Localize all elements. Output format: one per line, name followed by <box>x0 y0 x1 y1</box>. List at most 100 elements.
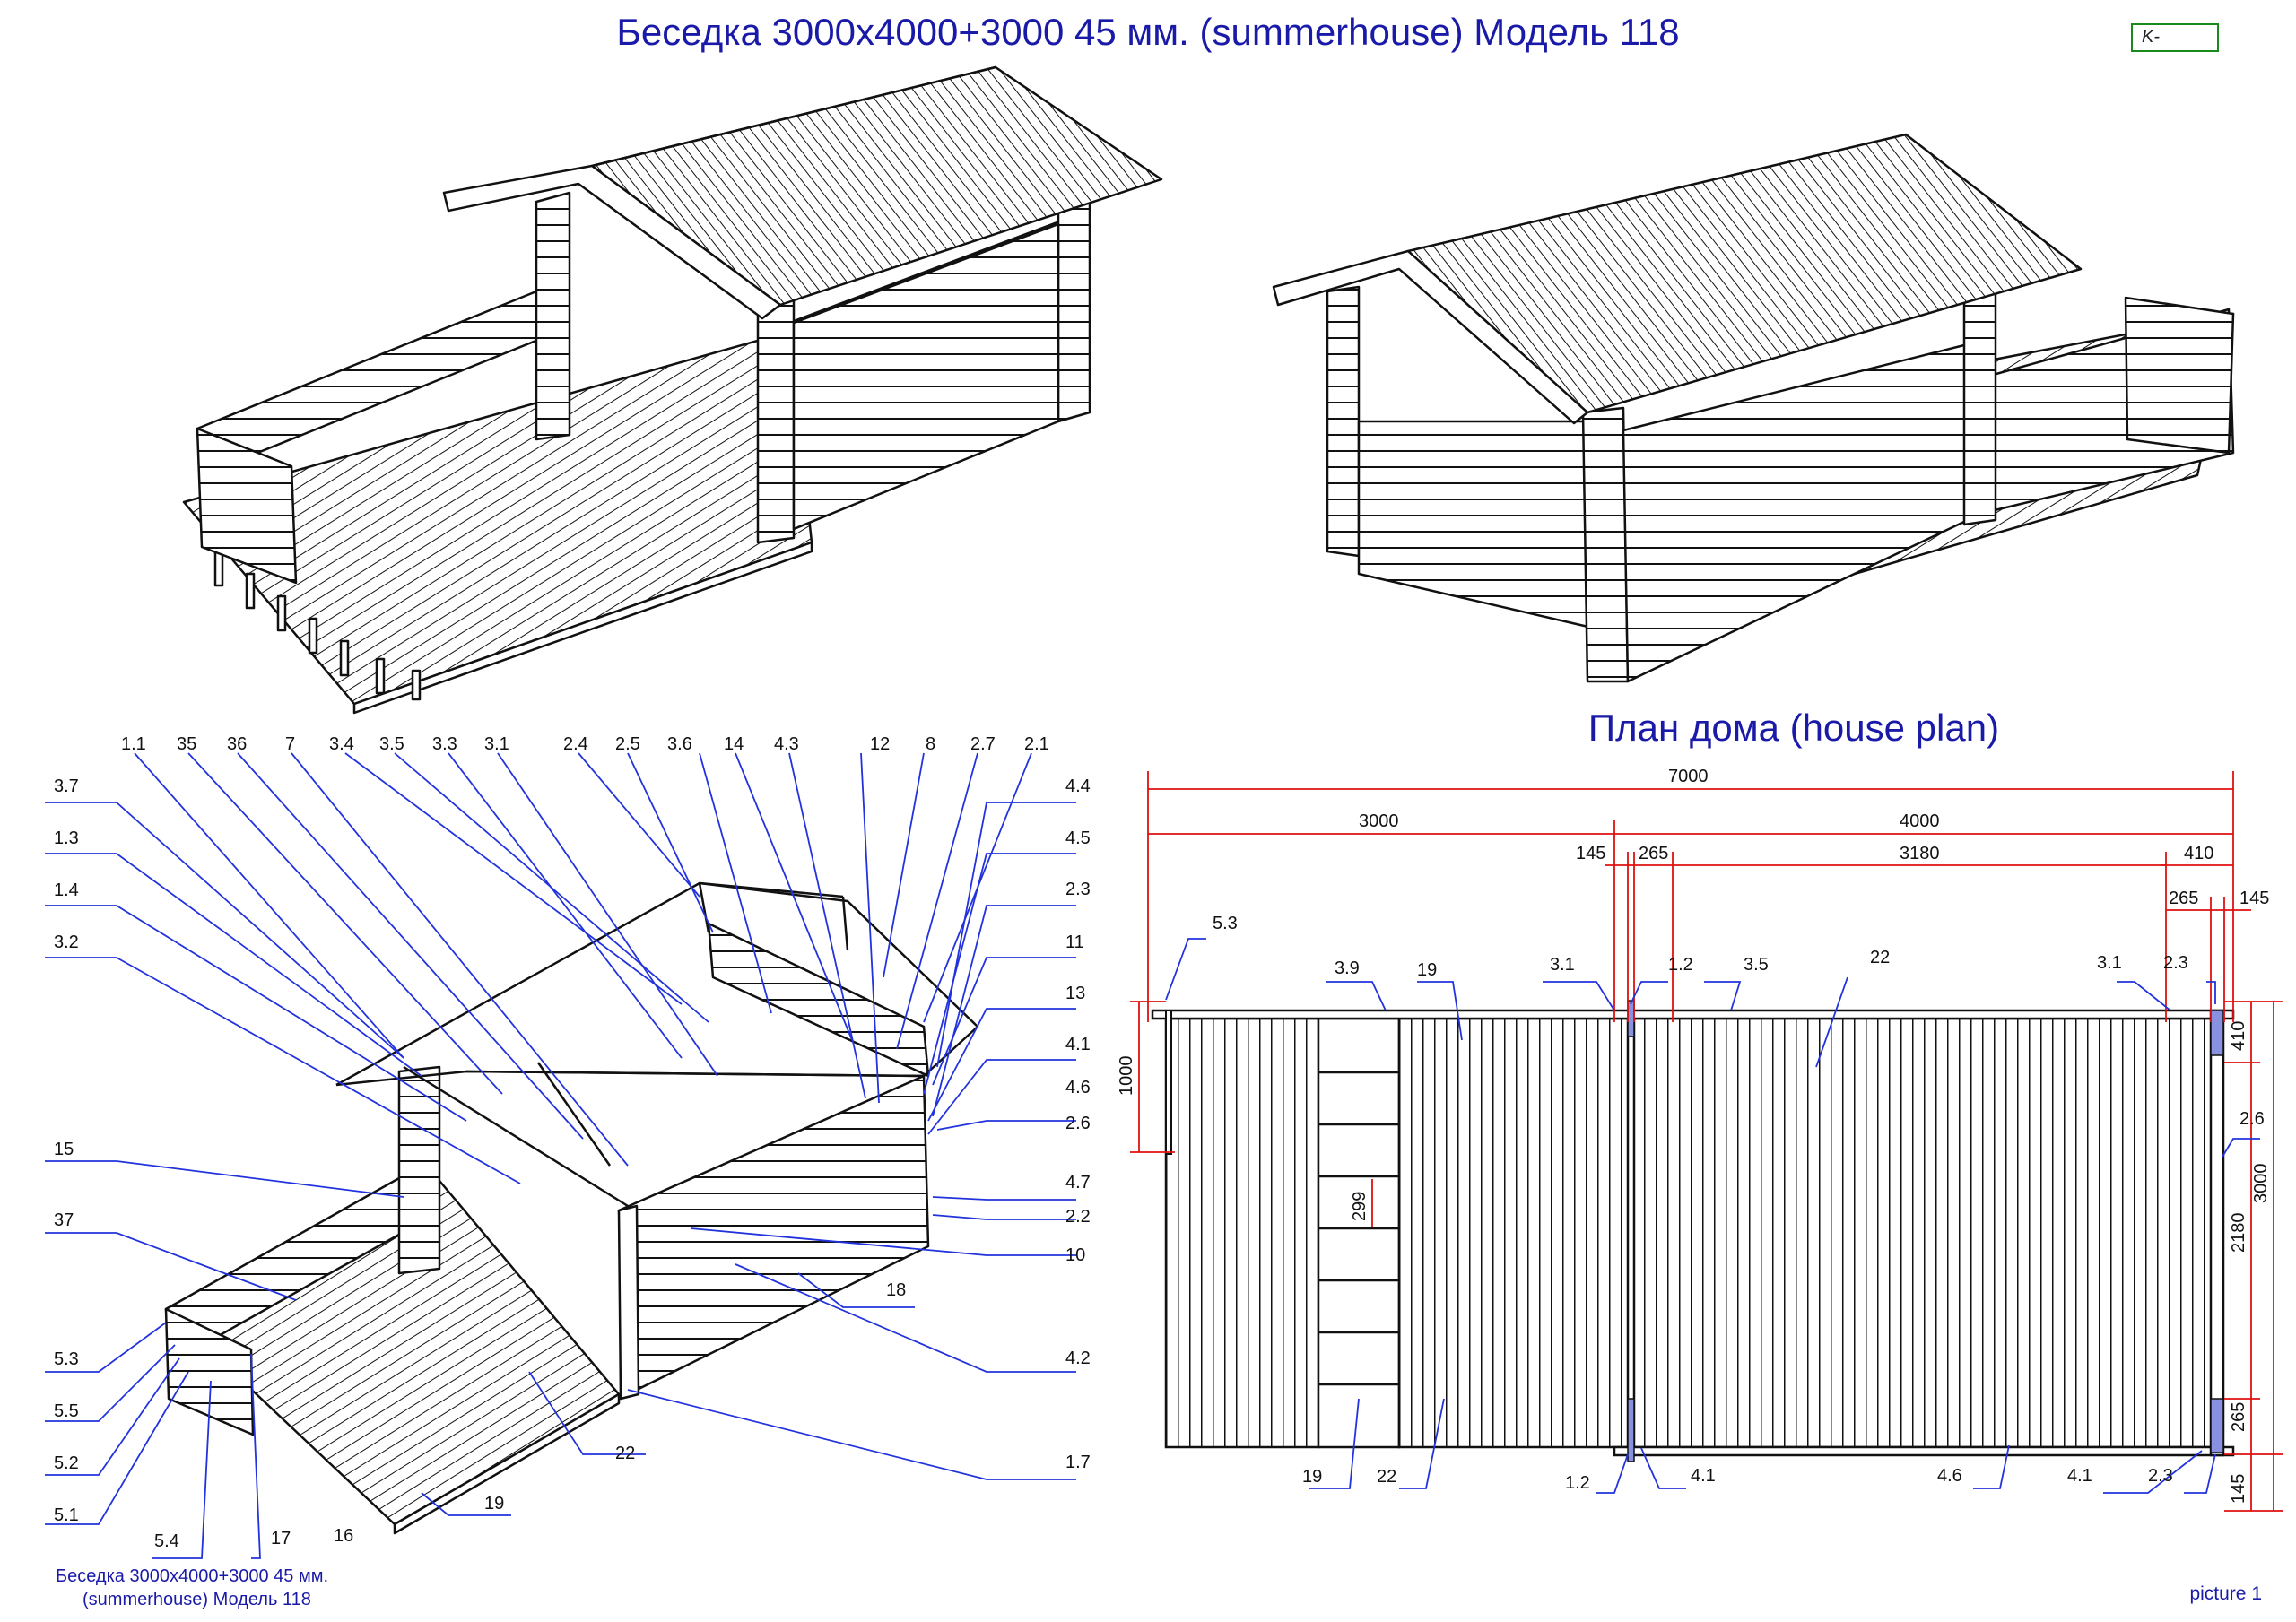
end-railing-post <box>196 427 298 585</box>
callout-3-5: 3.5 <box>379 734 404 754</box>
plan-bottom-beam <box>1613 1445 2235 1457</box>
deck-edge <box>352 541 813 715</box>
callout-2-7: 2.7 <box>970 734 996 754</box>
right-corner-2 <box>1962 281 1997 526</box>
drawing-caption: Беседка 3000x4000+3000 45 мм. (summerhou… <box>36 1565 395 1611</box>
plan-leaders <box>1165 938 2260 1494</box>
plan-callout-3-5: 3.5 <box>1744 955 1769 975</box>
deck-joists <box>213 550 422 701</box>
dim-145-c: 145 <box>2229 1474 2248 1504</box>
callout-3-3: 3.3 <box>432 734 457 754</box>
callout-2-1: 2.1 <box>1024 734 1049 754</box>
plan-dimension-labels: 7000 3000 4000 145 265 3180 410 265 145 … <box>1117 767 2271 1504</box>
plan-post-1 <box>1627 1000 1635 1037</box>
plan-post-2 <box>1627 1398 1635 1462</box>
dim-4000: 4000 <box>1900 811 1940 831</box>
left-gable-wall <box>535 191 571 441</box>
plan-callout-3-9: 3.9 <box>1335 958 1360 978</box>
callout-2-6: 2.6 <box>1065 1114 1091 1133</box>
callout-5-4: 5.4 <box>154 1531 179 1551</box>
dim-2180: 2180 <box>2229 1213 2248 1253</box>
exploded-callouts-left: 3.7 1.3 1.4 3.2 15 37 5.3 5.5 5.2 5.1 5.… <box>54 776 635 1551</box>
caption-line-1: Беседка 3000x4000+3000 45 мм. <box>56 1566 329 1586</box>
callout-10: 10 <box>1065 1245 1085 1265</box>
exploded-leaders <box>45 752 1076 1559</box>
callout-3-7: 3.7 <box>54 776 79 796</box>
exploded-callouts-right: 4.4 4.5 2.3 11 13 4.1 4.6 2.6 4.7 2.2 10… <box>886 776 1091 1472</box>
dim-7000: 7000 <box>1668 767 1709 786</box>
dim-265-b: 265 <box>2169 889 2198 908</box>
plan-callout-1-2-bottom: 1.2 <box>1565 1473 1590 1493</box>
dim-3000-v: 3000 <box>2251 1164 2271 1204</box>
plan-callout-3-1-b: 3.1 <box>2097 953 2122 973</box>
callout-2-2: 2.2 <box>1065 1207 1091 1227</box>
callout-15: 15 <box>54 1140 74 1159</box>
callout-5-5: 5.5 <box>54 1401 79 1421</box>
dim-145-a: 145 <box>1576 844 1605 863</box>
plan-callout-3-1-a: 3.1 <box>1550 955 1575 975</box>
callout-1-7: 1.7 <box>1065 1453 1091 1472</box>
plan-left-post <box>1165 1010 1172 1155</box>
exploded-callouts-top: 1.1 35 36 7 3.4 3.5 3.3 3.1 2.4 2.5 3.6 … <box>121 734 1049 754</box>
plan-ladder <box>1317 1017 1401 1449</box>
plan-callout-4-6: 4.6 <box>1937 1466 1962 1486</box>
callout-3-4: 3.4 <box>329 734 354 754</box>
dim-410-a: 410 <box>2184 844 2213 863</box>
left-gable-wall-2 <box>1326 285 1361 558</box>
callout-5-3: 5.3 <box>54 1349 79 1369</box>
ladder-rungs <box>1318 1071 1399 1386</box>
callout-4-3: 4.3 <box>774 734 799 754</box>
plan-top-beam <box>1151 1009 2235 1020</box>
callout-1-4: 1.4 <box>54 880 79 900</box>
callout-16: 16 <box>334 1526 353 1546</box>
callout-12: 12 <box>870 734 890 754</box>
callout-37: 37 <box>54 1210 74 1230</box>
plan-boards-left <box>1164 1017 1320 1449</box>
callout-17: 17 <box>271 1529 291 1548</box>
plan-callout-1-2-top: 1.2 <box>1668 955 1693 975</box>
plan-callout-19-top: 19 <box>1417 960 1437 980</box>
plan-callouts: 5.3 3.9 19 3.1 1.2 3.5 22 3.1 2.3 2.6 19… <box>1213 914 2265 1493</box>
callout-11: 11 <box>1065 932 1084 952</box>
callout-2-5: 2.5 <box>615 734 640 754</box>
plan-callout-4-1-b: 4.1 <box>2067 1466 2092 1486</box>
plan-callout-2-3-top: 2.3 <box>2163 953 2188 973</box>
deck-edge-3 <box>393 1392 621 1535</box>
page-title: Беседка 3000x4000+3000 45 мм. (summerhou… <box>616 11 1680 53</box>
caption-line-2: (summerhouse) Модель 118 <box>83 1590 311 1609</box>
plan-boards-middle <box>1397 1017 1630 1449</box>
front-corner-2 <box>1581 406 1630 683</box>
plan-post-3 <box>2210 1010 2224 1056</box>
plan-callout-2-6: 2.6 <box>2239 1109 2265 1129</box>
front-wall <box>792 222 1060 531</box>
dim-265-c: 265 <box>2229 1402 2248 1432</box>
callout-36: 36 <box>227 734 247 754</box>
end-railing-2 <box>2124 296 2235 455</box>
callout-14: 14 <box>724 734 744 754</box>
plan-right-wall <box>2209 1009 2225 1457</box>
plan-callout-2-3-bottom: 2.3 <box>2148 1466 2173 1486</box>
callout-8: 8 <box>926 734 935 754</box>
callout-5-1: 5.1 <box>54 1505 79 1525</box>
plan-callout-5-3: 5.3 <box>1213 914 1238 933</box>
plan-callout-4-1-a: 4.1 <box>1691 1466 1716 1486</box>
isometric-view-front <box>182 65 1163 715</box>
dim-299: 299 <box>1350 1192 1370 1221</box>
front-wall-2 <box>1622 343 1988 683</box>
plan-callout-19-bottom: 19 <box>1302 1467 1322 1487</box>
picture-label: picture 1 <box>2189 1583 2262 1604</box>
plan-callout-22-top: 22 <box>1870 948 1890 967</box>
callout-35: 35 <box>177 734 196 754</box>
corner-post-3 <box>617 1204 640 1401</box>
dim-145-b: 145 <box>2239 889 2269 908</box>
end-post-3 <box>164 1307 255 1436</box>
dim-3000: 3000 <box>1359 811 1399 831</box>
house-plan <box>1151 1000 2235 1462</box>
roof-eave-2 <box>1272 249 1589 425</box>
callout-1-3: 1.3 <box>54 828 79 848</box>
callout-3-2: 3.2 <box>54 932 79 952</box>
callout-2-3: 2.3 <box>1065 880 1091 899</box>
drawing-code-box: K- <box>2131 23 2219 52</box>
callout-3-1: 3.1 <box>484 734 509 754</box>
